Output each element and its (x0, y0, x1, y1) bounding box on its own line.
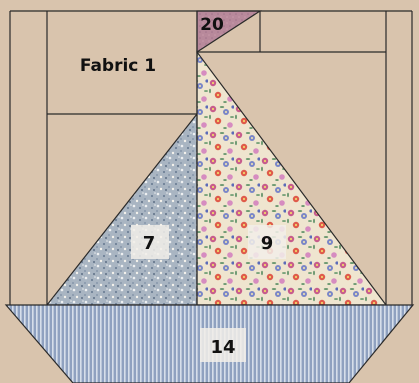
corner-piece-number: 20 (200, 15, 224, 35)
hull-number: 14 (210, 337, 235, 358)
sail-left-number: 7 (143, 233, 156, 254)
sail-right-number: 9 (261, 233, 274, 254)
fabric1-label: Fabric 1 (80, 56, 156, 76)
